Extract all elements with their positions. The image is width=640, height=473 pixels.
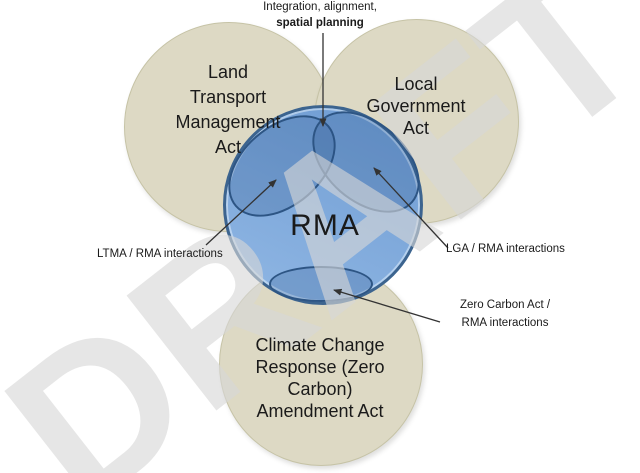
lga-rma-annotation: LGA / RMA interactions (446, 243, 565, 255)
zero-carbon-annotation-line2: RMA interactions (461, 317, 549, 329)
ltma-label-line: Transport (189, 87, 267, 107)
lga-label-line: Local (394, 74, 438, 94)
zero-carbon-label-line: Carbon) (287, 379, 353, 399)
rma-center-label: RMA (290, 209, 360, 242)
zero-carbon-label-line: Response (Zero (255, 357, 385, 377)
zero-carbon-annotation-line1: Zero Carbon Act / (459, 299, 551, 311)
integration-annotation-line1: Integration, alignment, (263, 1, 377, 13)
integration-annotation: Integration, alignment, spatial planning (263, 0, 377, 31)
ltma-circle-label: Land Transport Management Act (175, 60, 280, 160)
zero-carbon-label-line: Climate Change (255, 335, 385, 355)
ltma-label-line: Management (175, 112, 281, 132)
ltma-label-line: Land (207, 62, 249, 82)
lga-label-line: Government (366, 96, 466, 116)
lga-circle-label: Local Government Act (366, 73, 465, 139)
integration-annotation-line2: spatial planning (276, 17, 364, 29)
ltma-rma-annotation: LTMA / RMA interactions (97, 248, 223, 260)
zero-carbon-label-line: Amendment Act (256, 401, 384, 421)
lga-label-line: Act (402, 118, 430, 138)
zero-carbon-rma-annotation: Zero Carbon Act / RMA interactions (460, 296, 550, 332)
zero-carbon-rma-interaction-ellipse (269, 266, 373, 302)
zero-carbon-circle-label: Climate Change Response (Zero Carbon) Am… (255, 334, 384, 422)
ltma-label-line: Act (214, 137, 242, 157)
